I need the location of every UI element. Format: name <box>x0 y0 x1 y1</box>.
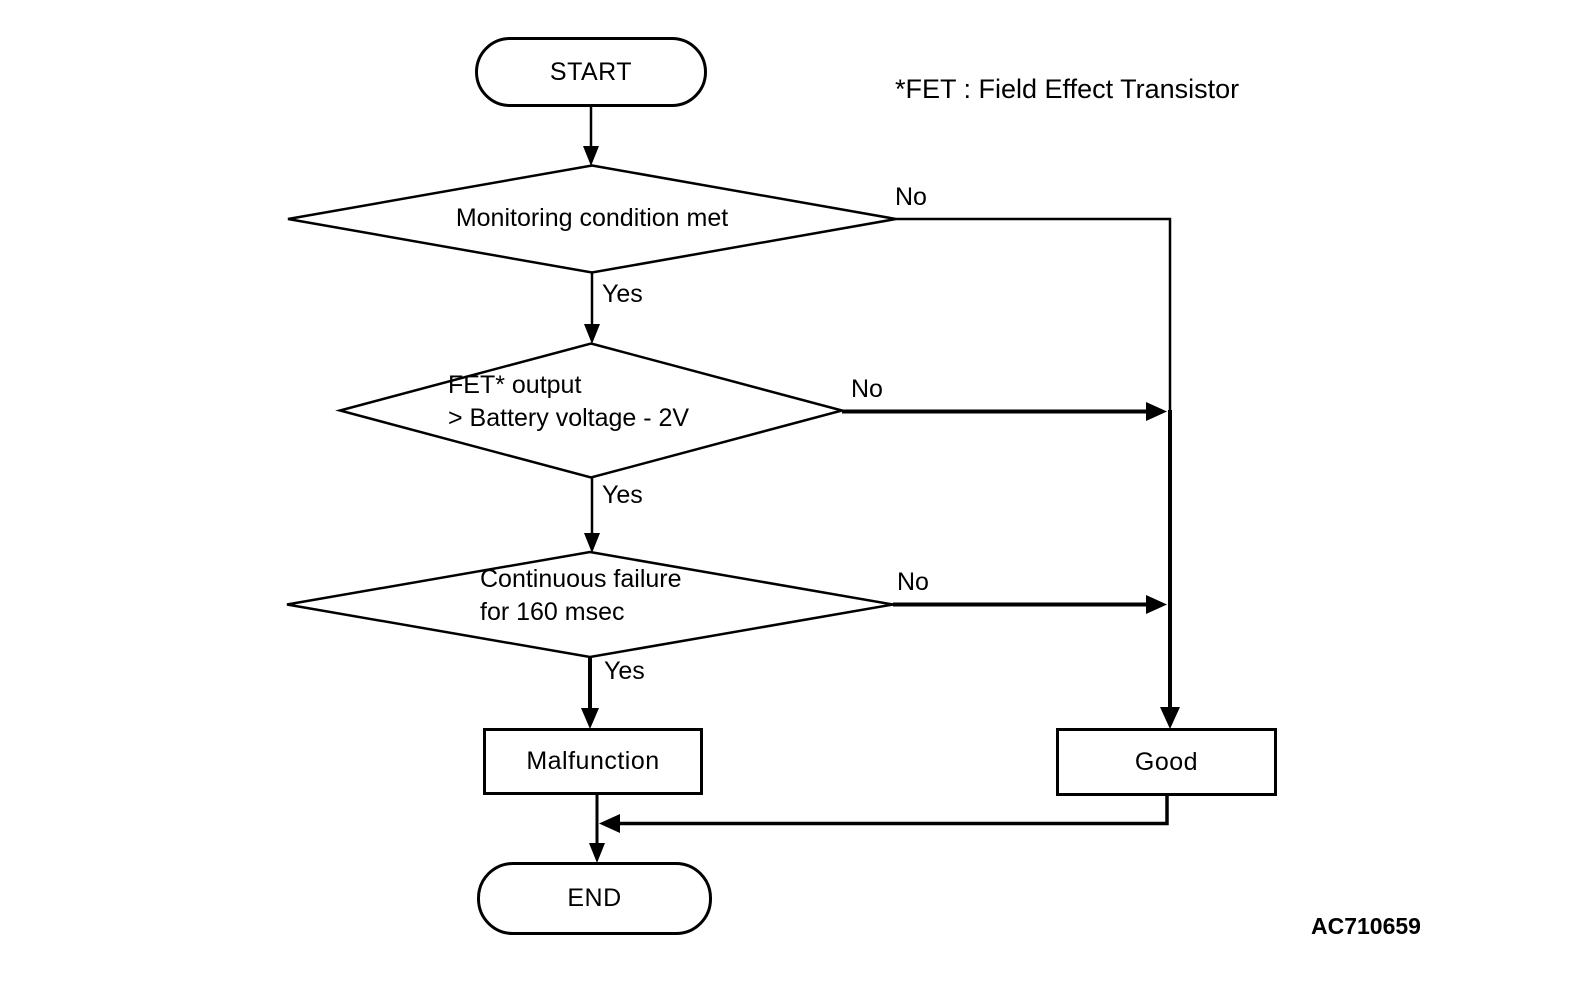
decision3-shape <box>286 550 894 659</box>
start-label: START <box>549 57 633 86</box>
arrowhead-into-good <box>1160 707 1180 729</box>
node-good: Good <box>1056 728 1277 796</box>
decision1-no-label: No <box>895 183 927 211</box>
decision2-label: FET* output > Battery voltage - 2V <box>448 371 690 432</box>
arrowhead-decision3-no <box>1146 595 1167 614</box>
arrowhead-decision2-no <box>1146 402 1167 421</box>
decision2-shape <box>335 342 847 479</box>
figure-code: AC710659 <box>1311 913 1421 939</box>
arrowhead-decision2-yes <box>584 533 600 553</box>
arrowhead-decision1-yes <box>584 324 600 344</box>
decision3-yes-label: Yes <box>604 657 645 685</box>
decision1-label: Monitoring condition met <box>455 204 729 232</box>
decision3-label: Continuous failure for 160 msec <box>480 565 682 626</box>
edge-good-to-end <box>616 794 1169 826</box>
arrowhead-start-to-decision1 <box>583 146 599 166</box>
arrowhead-merge-left <box>599 814 620 833</box>
decision1-shape <box>287 164 897 274</box>
arrowhead-into-end <box>589 843 605 863</box>
malfunction-label: Malfunction <box>526 747 660 775</box>
decision3-no-label: No <box>897 568 929 596</box>
edge-decision1-no <box>896 217 1172 412</box>
good-label: Good <box>1134 747 1199 776</box>
end-label: END <box>567 884 622 912</box>
decision2-no-label: No <box>851 375 883 403</box>
decision2-yes-label: Yes <box>602 481 643 509</box>
node-end: END <box>477 862 712 935</box>
node-start: START <box>475 37 707 107</box>
node-malfunction: Malfunction <box>483 728 703 795</box>
arrowhead-decision3-yes <box>581 708 599 729</box>
fet-footnote: *FET : Field Effect Transistor <box>895 74 1240 104</box>
decision1-yes-label: Yes <box>602 280 643 308</box>
